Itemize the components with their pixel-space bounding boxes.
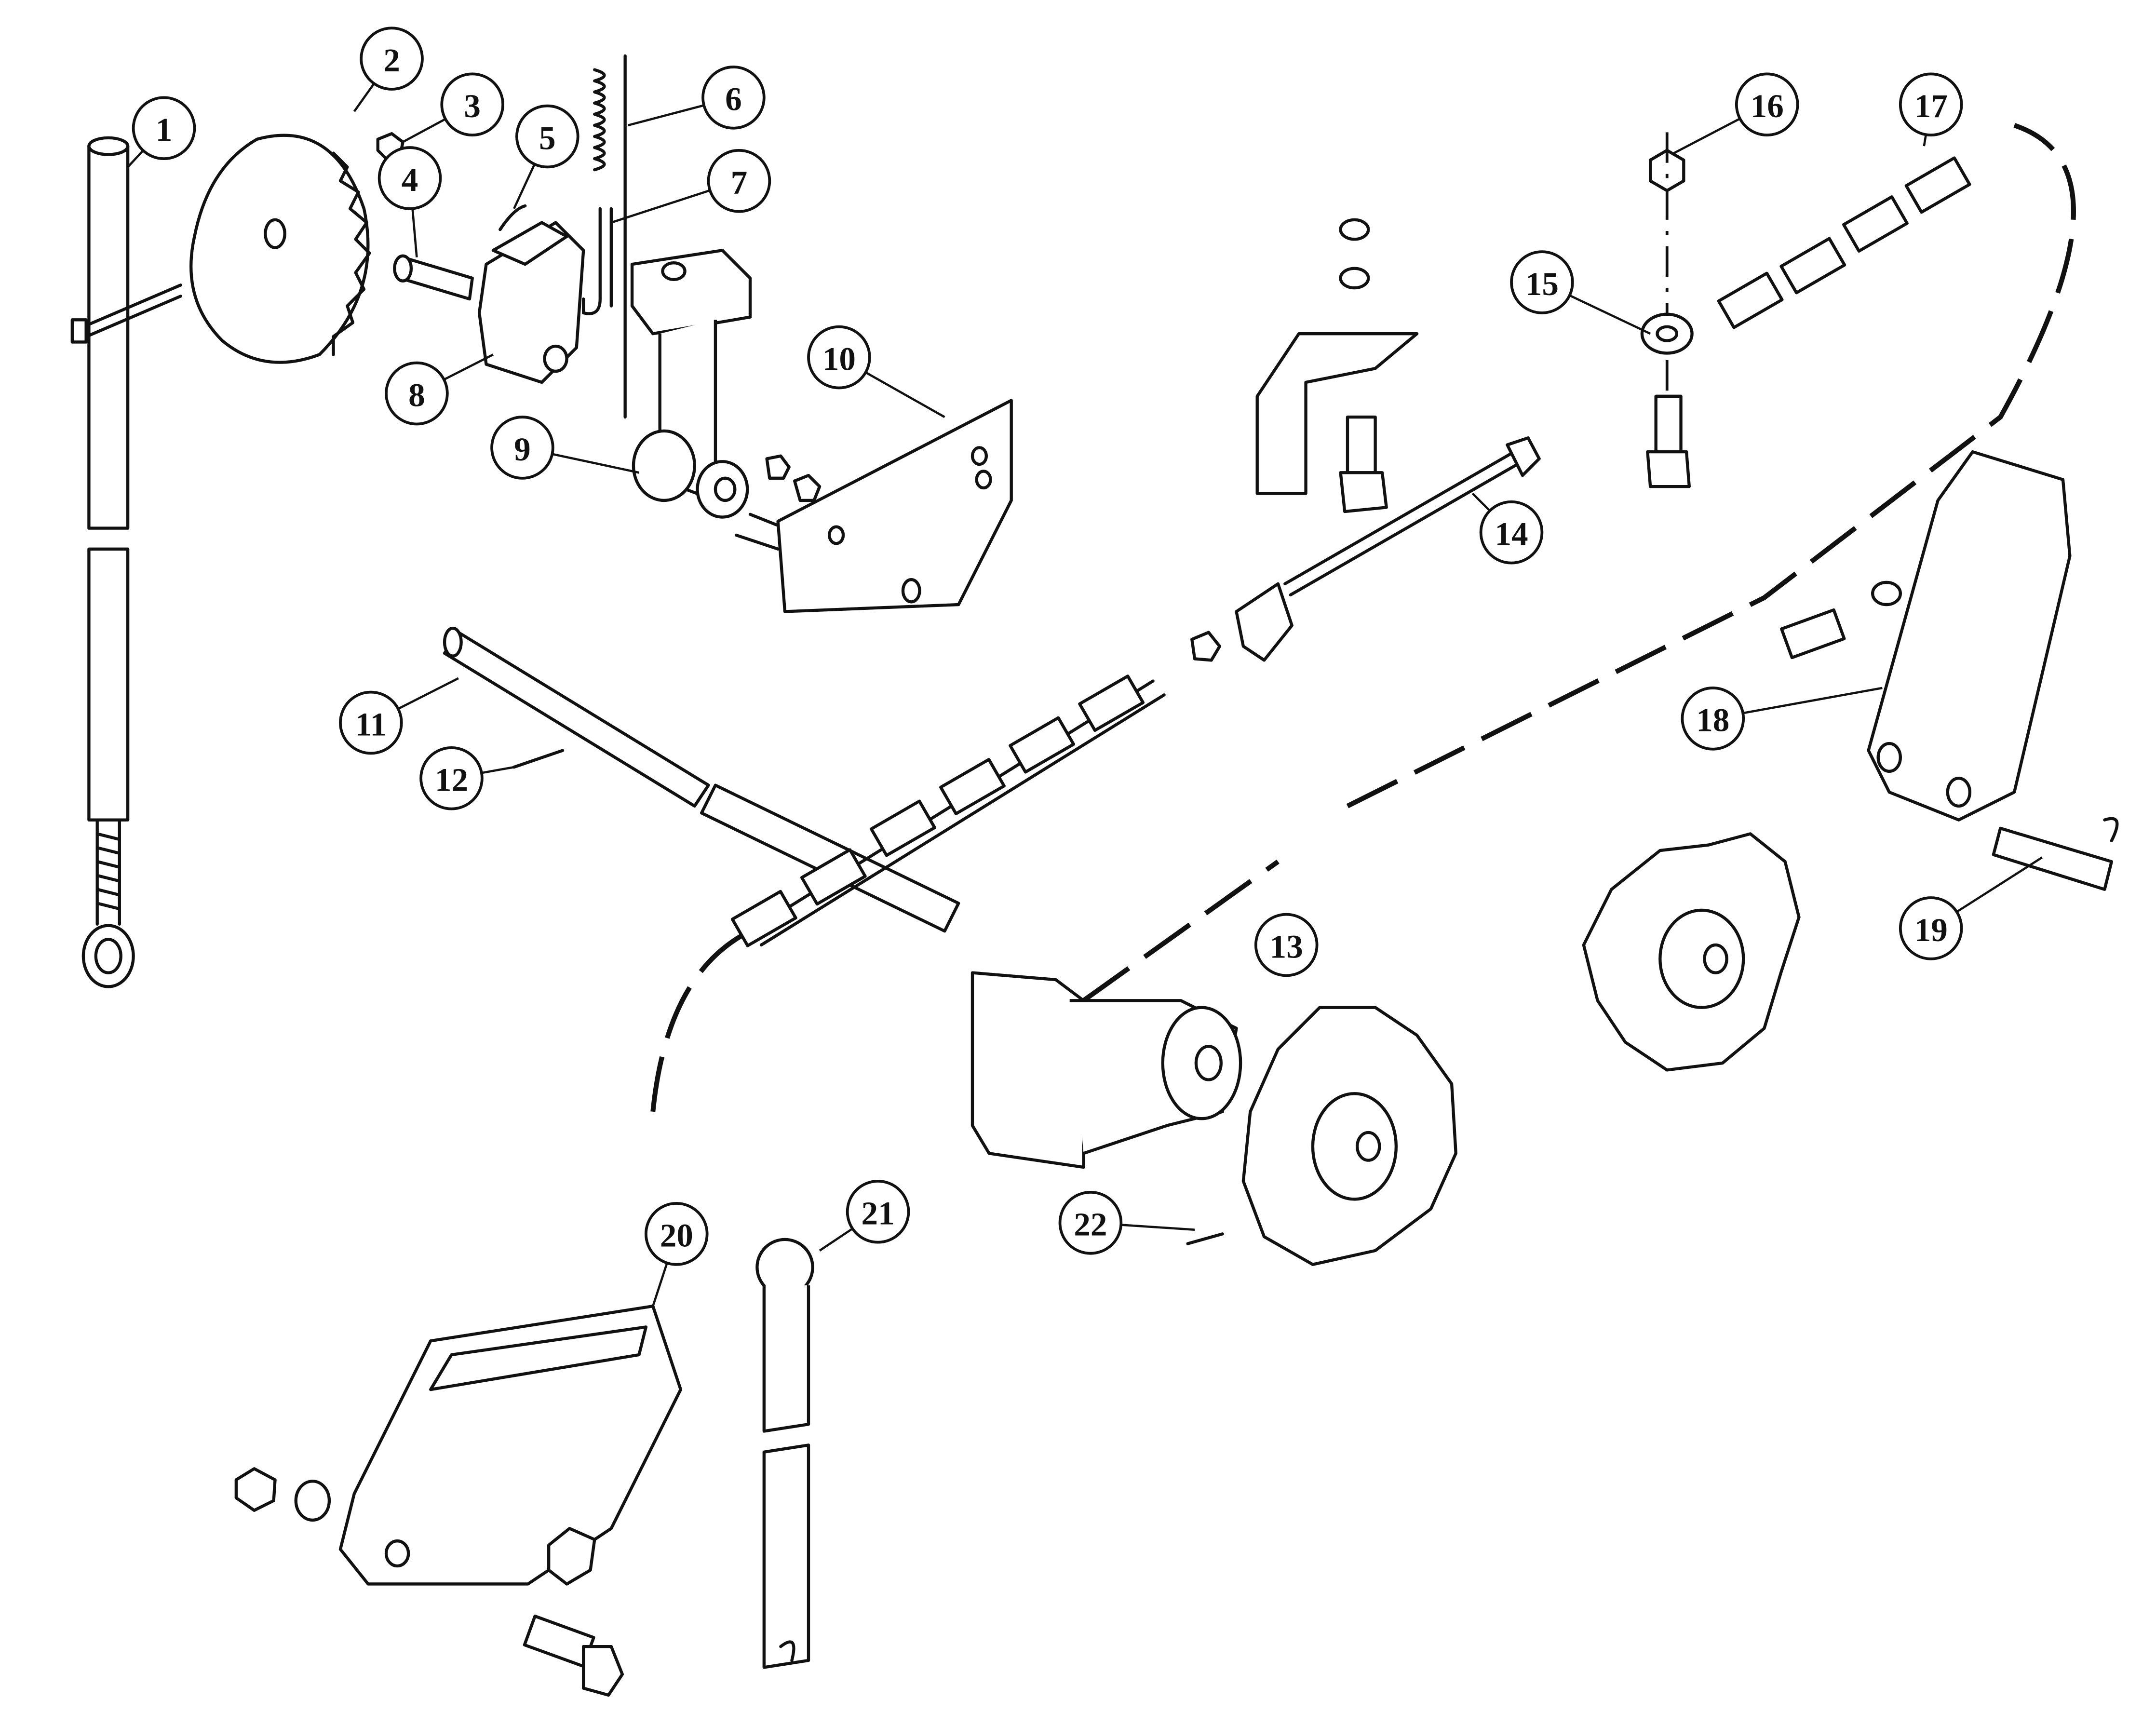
part-post-bracket <box>630 249 822 519</box>
chain-links-lower <box>730 674 1145 947</box>
chain-links-upper <box>1717 156 1971 329</box>
callout-circle <box>1681 687 1745 751</box>
callout-number: 10 <box>822 340 856 378</box>
part-lower-bracket <box>234 1305 683 1697</box>
part-gear-segment <box>189 134 371 364</box>
callout-circle <box>1735 72 1799 137</box>
callout-circle <box>419 746 484 810</box>
part-bolt-nut-washer <box>1640 132 1694 488</box>
part-bearing-bracket <box>970 971 1242 1245</box>
part-sprocket-lower <box>1241 1006 1457 1266</box>
callout-7: 7 <box>707 148 771 213</box>
callout-13: 13 <box>1254 913 1319 977</box>
part-handle-rod <box>755 1238 814 1669</box>
callout-14: 14 <box>1479 500 1544 565</box>
part-idler-bracket <box>1780 450 2072 822</box>
part-spring-hook <box>582 54 627 419</box>
callout-number: 19 <box>1914 911 1948 948</box>
callout-circle <box>339 690 403 755</box>
callout-number: 15 <box>1525 265 1559 302</box>
callout-circle <box>846 1179 910 1244</box>
callout-number: 14 <box>1495 515 1528 553</box>
callout-17: 17 <box>1899 72 1963 137</box>
callout-number: 21 <box>862 1195 895 1232</box>
callout-number: 11 <box>355 705 387 742</box>
callout-circle <box>1899 896 1963 960</box>
callout-number: 16 <box>1751 87 1784 124</box>
callout-11: 11 <box>339 690 403 755</box>
callout-1: 1 <box>132 96 196 160</box>
callout-circle <box>515 104 579 169</box>
callout-circle <box>644 1202 709 1266</box>
callout-number: 20 <box>660 1217 693 1254</box>
part-drive-chain <box>650 123 2076 1112</box>
callout-number: 17 <box>1914 87 1948 124</box>
callout-circle <box>490 416 554 480</box>
callout-circle <box>807 325 871 390</box>
callout-circle <box>1479 500 1544 565</box>
callout-18: 18 <box>1681 687 1745 751</box>
part-shaft <box>443 626 960 933</box>
part-mounting-plate <box>734 399 1013 613</box>
callout-21: 21 <box>846 1179 910 1244</box>
callout-number: 8 <box>408 376 425 413</box>
callout-10: 10 <box>807 325 871 390</box>
callout-number: 6 <box>725 81 742 118</box>
callout-4: 4 <box>377 146 442 210</box>
callout-circle <box>1510 250 1574 314</box>
callout-6: 6 <box>701 66 766 130</box>
callout-2: 2 <box>360 27 424 91</box>
callout-15: 15 <box>1510 250 1574 314</box>
part-pin <box>1992 817 2119 891</box>
callout-circle <box>377 146 442 210</box>
callout-circle <box>707 148 771 213</box>
callout-5: 5 <box>515 104 579 169</box>
callout-number: 1 <box>156 111 173 148</box>
callout-circle <box>1058 1191 1123 1255</box>
callout-number: 12 <box>435 761 468 798</box>
callout-8: 8 <box>385 361 449 426</box>
callout-number: 13 <box>1270 928 1303 965</box>
callout-16: 16 <box>1735 72 1799 137</box>
callout-circle <box>701 66 766 130</box>
callout-22: 22 <box>1058 1191 1123 1255</box>
callout-circle <box>440 72 504 137</box>
callout-9: 9 <box>490 416 554 480</box>
part-sprocket-right <box>1582 832 1801 1072</box>
part-pawl-housing <box>477 221 585 384</box>
callout-number: 7 <box>731 164 748 201</box>
callout-number: 5 <box>539 119 556 156</box>
callout-circle <box>1899 72 1963 137</box>
part-tensioner-bolt <box>1190 218 1541 662</box>
callout-number: 3 <box>464 87 481 124</box>
callout-number: 9 <box>514 431 531 468</box>
callout-number: 2 <box>383 41 400 79</box>
callout-circle <box>360 27 424 91</box>
callout-number: 18 <box>1696 701 1729 739</box>
callout-number: 22 <box>1074 1206 1107 1243</box>
callout-12: 12 <box>419 746 484 810</box>
callout-20: 20 <box>644 1202 709 1266</box>
callout-circle <box>385 361 449 426</box>
callout-circle <box>1254 913 1319 977</box>
part-rod-eyebolt <box>70 136 182 988</box>
callout-circle <box>132 96 196 160</box>
callout-3: 3 <box>440 72 504 137</box>
callout-19: 19 <box>1899 896 1963 960</box>
callout-number: 4 <box>402 161 418 198</box>
